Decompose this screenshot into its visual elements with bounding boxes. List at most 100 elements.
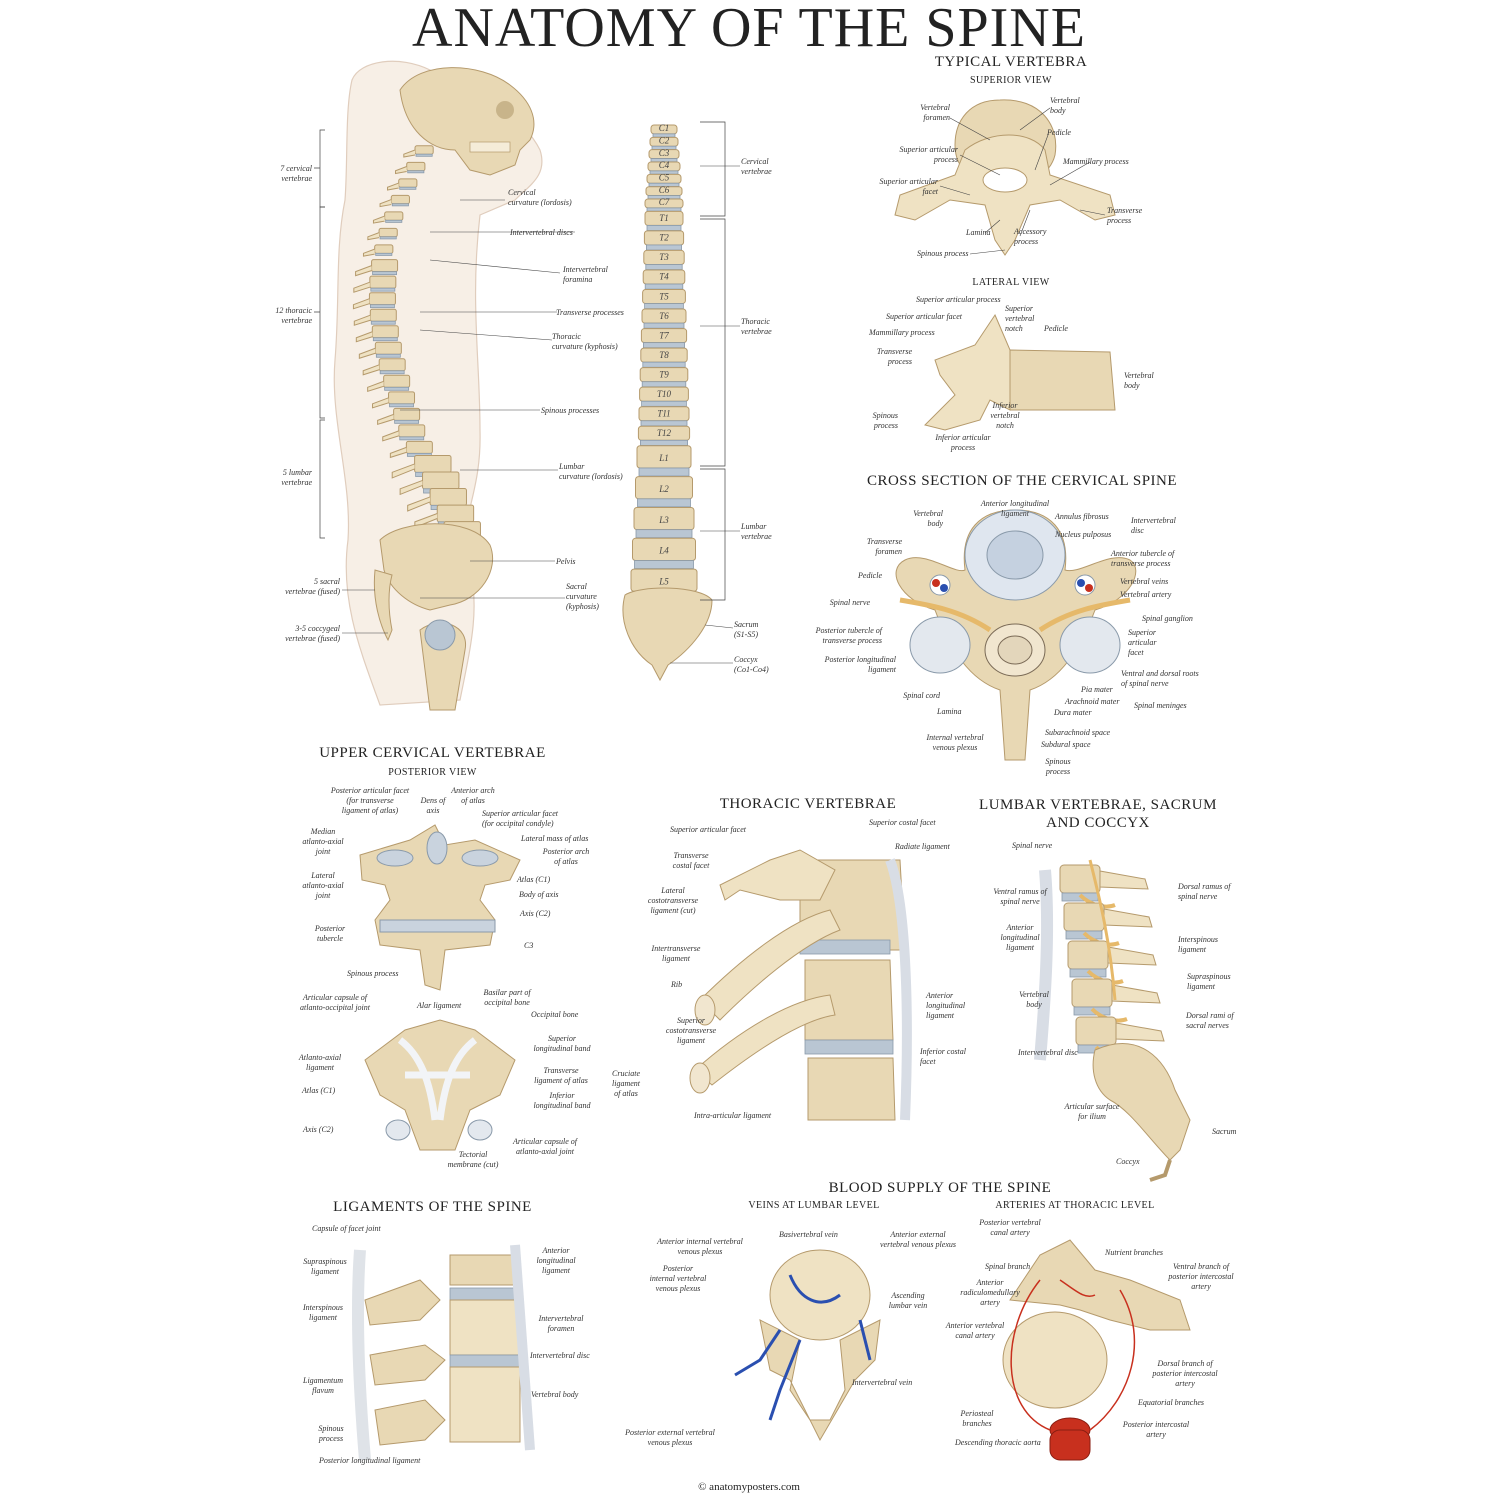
lateral-disc [375,353,401,358]
label-coccygeal: 3-5 coccygeal vertebrae (fused) [285,624,340,643]
lb-label-intervertebral-disc: Intervertebral disc [1018,1048,1078,1057]
bv-label-anterior-external: Anterior external vertebral venous plexu… [880,1230,956,1249]
anterior-spine-column: C1C2C3C4C5C6C7T1T2T3T4T5T6T7T8T9T10T11T1… [630,123,698,600]
lateral-vertebra [398,424,426,438]
lb-label-ventral-ramus: Ventral ramus of spinal nerve [993,887,1047,906]
ba-label-dorsal-branch: Dorsal branch of posterior intercostal a… [1152,1359,1218,1388]
lg-label-posterior-longitudinal: Posterior longitudinal ligament [319,1456,421,1465]
anterior-vertebra-label: C4 [659,160,670,170]
label-inferior-articular-process: Inferior articular process [935,433,991,452]
anterior-vertebra-label: T6 [659,311,669,321]
anterior-vertebra-label: T5 [659,291,669,301]
uc-label-axis: Axis (C2) [520,909,551,918]
lateral-disc [370,304,395,309]
lumbar-spinous-process [1115,1022,1165,1042]
lateral-spinous-process [407,496,431,512]
lg-label-vertebral-body: Vertebral body [531,1390,579,1399]
lateral-disc [370,320,396,325]
lateral-spinous-process [386,182,399,191]
posterior-view-subtitle: POSTERIOR VIEW [388,767,477,778]
footer-credit: © anatomyposters.com [698,1481,800,1493]
lumbar-spinous-process [1103,908,1153,928]
cross-section-art [895,509,1137,761]
lateral-disc [372,271,397,276]
anterior-vertebra-label: T2 [659,233,669,243]
cs-label-nucleus: Nucleus pulposus [1055,530,1112,539]
uc-label-median-joint: Median atlanto-axial joint [302,827,344,856]
lateral-view-subtitle: LATERAL VIEW [972,277,1050,288]
lateral-vertebra [384,211,404,221]
anterior-vertebra-label: T11 [657,408,670,418]
anterior-disc [640,439,689,446]
lateral-disc [385,219,403,223]
veins-art [734,1249,881,1442]
lateral-vertebra [378,227,398,238]
th-label-lateral-costotransverse: Lateral costotransverse ligament (cut) [647,886,699,915]
cs-label-arachnoid: Arachnoid mater [1065,697,1120,706]
label-sup-art-facet-lat: Superior articular facet [886,312,962,321]
lateral-spinous-process [352,298,370,310]
anterior-vertebra-label: T1 [659,213,669,223]
anterior-vertebra-label: L3 [658,515,669,525]
cs-label-anterior-tubercle: Anterior tubercle of transverse process [1111,549,1175,568]
label-5-sacral: 5 sacral vertebrae (fused) [285,577,340,596]
cs-label-vertebral-body: Vertebral body [913,509,943,528]
cs-label-dura: Dura mater [1054,708,1092,717]
uc-label-body-of-axis: Body of axis [519,890,559,899]
anterior-disc [646,225,682,231]
lateral-disc [379,370,405,375]
uc-label-basilar-part: Basilar part of occipital bone [483,988,531,1007]
pelvis-shape [379,523,494,611]
uc-label-posterior-articular-facet: Posterior articular facet (for transvers… [330,786,410,815]
anterior-disc [643,342,686,349]
uc-label-posterior-tubercle: Posterior tubercle [314,924,346,943]
label-intervertebral-discs: Intervertebral discs [510,228,573,237]
label-spinous-processes: Spinous processes [541,406,600,415]
th-label-superior-costal-facet: Superior costal facet [869,818,936,827]
arteries-subtitle: ARTERIES AT THORACIC LEVEL [995,1200,1155,1211]
uc-label-atlas: Atlas (C1) [517,875,551,884]
lateral-spinous-process [382,430,399,442]
lateral-vertebra [369,308,397,322]
label-intervertebral-foramina: Intervertebral foramina [563,265,608,284]
anterior-disc [644,303,684,310]
leader-lines [342,107,1106,664]
label-pedicle-lat: Pedicle [1044,324,1068,333]
lumbar-vertebra [1063,902,1105,932]
blood-supply-title: BLOOD SUPPLY OF THE SPINE [828,1180,1052,1196]
lateral-spinous-process [399,479,423,496]
th-label-transverse-costal-facet: Transverse costal facet [672,851,710,870]
label-5-lumbar: 5 lumbar vertebrae [281,468,312,487]
uc-label-alar-ligament: Alar ligament [417,1001,462,1010]
th-label-intra-articular: Intra-articular ligament [694,1111,772,1120]
lumbar-spinous-process [1111,984,1161,1004]
bv-label-basivertebral: Basivertebral vein [779,1230,838,1239]
lateral-spinous-process [379,199,392,208]
lateral-spinous-process [362,364,380,376]
th-label-inferior-costal-facet: Inferior costal facet [920,1047,966,1066]
lateral-spinous-process [372,397,389,409]
uc-label-axis-b: Axis (C2) [303,1125,334,1134]
lateral-vertebra [388,391,416,405]
anterior-disc [635,529,693,539]
cs-label-pedicle: Pedicle [858,571,882,580]
label-cervical-curvature: Cervical curvature (lordosis) [508,188,572,207]
cs-label-subarachnoid: Subarachnoid space [1045,728,1111,737]
ba-label-nutrient-branches: Nutrient branches [1105,1248,1163,1257]
th-label-intertransverse: Intertransverse ligament [651,944,701,963]
lateral-spinous-process [367,380,384,392]
label-mammillary-process: Mammillary process [1063,157,1129,166]
lb-label-sacrum: Sacrum [1212,1127,1237,1136]
lumbar-title: LUMBAR VERTEBRAE, SACRUM AND COCCYX [979,797,1217,831]
label-spinous-lat: Spinous process [872,411,898,430]
label-vertebral-foramen: Vertebral foramen [920,103,950,122]
lg-label-capsule-facet: Capsule of facet joint [312,1224,381,1233]
lateral-disc [379,236,397,240]
anterior-vertebra-label: T12 [657,428,672,438]
lateral-disc [372,337,398,342]
anterior-disc [641,381,687,388]
lateral-disc [394,419,420,424]
ba-label-spinal-branch: Spinal branch [985,1262,1031,1271]
label-lumbar-vertebrae: Lumbar vertebrae [741,522,772,541]
